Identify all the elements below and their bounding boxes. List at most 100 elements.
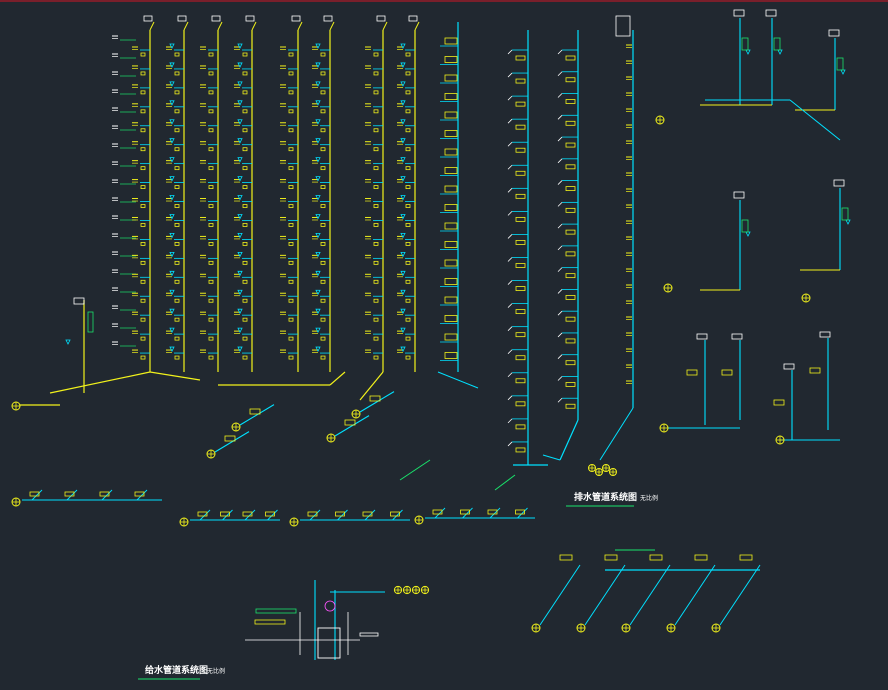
floor-tag	[515, 355, 526, 361]
note-text	[359, 632, 379, 637]
floor-drain-symbol	[315, 195, 321, 201]
fitting-mark	[242, 279, 248, 284]
fitting-mark	[373, 109, 379, 114]
floor-drain-symbol	[845, 219, 851, 225]
fitting-mark	[174, 355, 180, 360]
floor-drain-symbol	[400, 100, 406, 106]
branch-riser	[309, 509, 321, 521]
fitting-mark	[242, 166, 248, 171]
pipe-tag	[559, 554, 573, 561]
supply-branch	[584, 564, 626, 626]
fitting-mark	[320, 223, 326, 227]
fitting-mark	[208, 128, 214, 133]
stack-branch-bend	[507, 141, 513, 147]
floor-tag	[565, 273, 576, 279]
fitting-mark	[373, 52, 379, 57]
fitting-mark	[242, 355, 248, 360]
pipe-tag	[773, 399, 785, 406]
floor-drain-symbol	[237, 270, 243, 277]
floor-drain-symbol	[237, 289, 243, 296]
fitting-mark	[242, 223, 248, 227]
stack-branch-bend	[507, 257, 513, 262]
fitting-mark	[208, 317, 214, 322]
floor-drain-symbol	[400, 251, 406, 258]
floor-drain-symbol	[400, 62, 406, 68]
fitting-mark	[373, 355, 379, 360]
fitting-mark	[208, 90, 214, 95]
fitting-mark	[373, 317, 379, 322]
pipe-tag	[29, 491, 40, 497]
fitting-mark	[140, 242, 146, 246]
fitting-mark	[288, 109, 294, 114]
floor-drain-symbol	[840, 69, 846, 75]
floor-drain-symbol	[169, 138, 175, 144]
vent-cap	[217, 21, 223, 31]
floor-tag	[565, 295, 576, 300]
fitting-mark	[405, 128, 411, 133]
stack-offset	[559, 419, 579, 461]
fitting-mark	[288, 242, 294, 246]
stack-branch-bend	[557, 136, 563, 142]
floor-tag	[515, 286, 526, 291]
floor-tag	[444, 74, 458, 82]
flow-marker	[324, 600, 336, 612]
floor-drain-symbol	[237, 308, 243, 315]
fitting-mark	[208, 204, 214, 208]
fitting-mark	[242, 71, 248, 76]
fitting-mark	[288, 336, 294, 341]
floor-drain-symbol	[169, 157, 175, 163]
fitting-mark	[320, 260, 326, 265]
floor-drain-symbol	[400, 289, 406, 296]
stack-branch-bend	[507, 372, 513, 378]
stack-branch-bend	[557, 202, 563, 207]
floor-drain-symbol	[237, 195, 243, 201]
pipe-tag	[197, 511, 208, 517]
riser-tag	[376, 15, 386, 22]
fitting-mark	[208, 355, 214, 360]
meter-pit	[317, 627, 341, 659]
riser-tag	[177, 15, 187, 22]
floor-drain-symbol	[169, 62, 175, 68]
supply-branch	[719, 564, 761, 626]
fitting-mark	[320, 185, 326, 189]
fitting-mark	[140, 52, 146, 57]
fitting-mark	[242, 52, 248, 57]
branch-riser	[364, 509, 376, 521]
riser-tag	[143, 15, 153, 22]
floor-drain-symbol	[315, 138, 321, 144]
pipe-tag	[604, 554, 618, 561]
floor-drain-symbol	[169, 346, 175, 352]
stack-branch-bend	[507, 441, 513, 447]
riser-tag	[291, 15, 301, 22]
floor-drain-symbol	[237, 100, 243, 106]
stack-branch-bend	[507, 188, 513, 193]
floor-drain-symbol	[169, 327, 175, 334]
fitting-mark	[140, 128, 146, 133]
riser-tag	[731, 333, 743, 340]
floor-tag	[565, 77, 576, 83]
fitting-mark	[174, 317, 180, 322]
fitting-mark	[208, 298, 214, 303]
stack-branch-bend	[557, 223, 563, 229]
stack-branch-bend	[557, 376, 563, 381]
floor-drain-symbol	[400, 119, 406, 125]
pipe-tag	[265, 511, 275, 517]
fitting-mark	[242, 204, 248, 208]
fitting-mark	[288, 71, 294, 76]
fitting-mark	[405, 52, 411, 57]
riser-tag	[828, 29, 840, 37]
fitting-mark	[140, 166, 146, 171]
floor-tag	[515, 124, 526, 130]
fitting-mark	[208, 166, 214, 171]
floor-tag	[515, 424, 526, 430]
fitting-mark	[373, 147, 379, 152]
floor-drain-symbol	[237, 214, 243, 220]
floor-tag	[565, 207, 576, 213]
fitting-mark	[288, 260, 294, 265]
drain-collector	[359, 371, 384, 401]
stack-branch-bend	[507, 418, 513, 424]
floor-tag	[565, 120, 576, 126]
fitting-mark	[242, 185, 248, 189]
fitting-mark	[140, 355, 146, 360]
